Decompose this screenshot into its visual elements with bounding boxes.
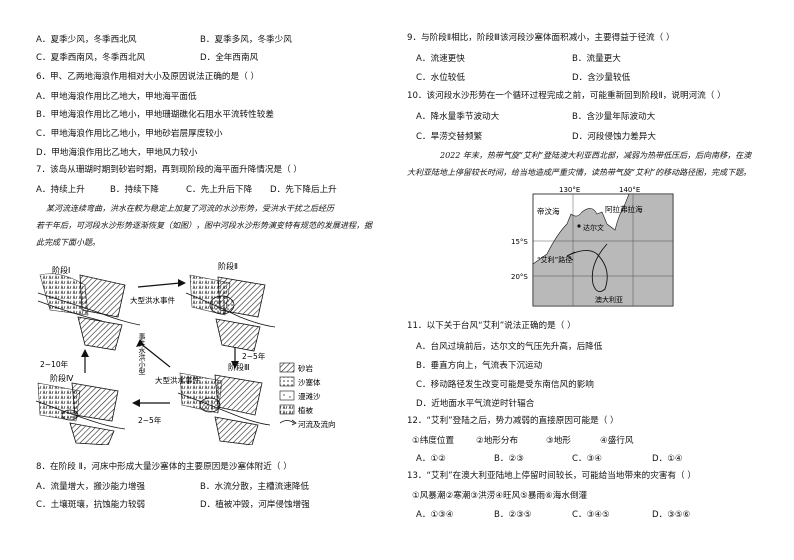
legend-floodplain-sand: 漫滩沙: [298, 391, 321, 401]
q13-items: ①风暴潮②寒潮③洪涝④旺风⑤暴雨⑥海水倒灌: [412, 491, 588, 501]
q5-option-b[interactable]: B．夏季多风，冬季少风: [200, 35, 292, 45]
typhoon-track-map: 130°E 140°E 15°S 20°S 帝汶海 阿拉弗拉海 达尔文 “艾利”…: [511, 186, 674, 307]
q11-stem: 11．以下关于台风“艾利”说法正确的是（ ）: [407, 321, 576, 331]
interval-2-10: 2~10年: [40, 359, 69, 369]
stage-4-panel: 阶段Ⅳ: [35, 373, 126, 445]
q6-option-b[interactable]: B．甲地海浪作用比乙地小，甲地珊瑚礁化石阻水平流转性较差: [36, 110, 274, 120]
q5-option-a[interactable]: A．夏季少风，冬季西北风: [36, 35, 137, 45]
passage-line-2: 若干年后，可河段水沙形势逐渐恢复（如图），图中河段水沙形势演变特有规范的发展进程…: [36, 221, 372, 230]
stage-1-panel: 阶段Ⅰ: [37, 265, 141, 351]
q7-stem: 7．该岛从珊瑚时期到砂岩时期，再到现阶段的海平面升降情况是（ ）: [36, 165, 303, 175]
q12-stem: 12．“艾利”登陆之后，势力减弱的直接原因可能是（ ）: [407, 416, 619, 426]
q7-option-b[interactable]: B．持续下降: [110, 185, 159, 195]
stage-2-label: 阶段Ⅱ: [218, 261, 238, 271]
river-stage-diagram: 阶段Ⅰ 大型洪水事件 阶段Ⅱ 2~5年 阶段Ⅲ 大型洪水事件: [35, 261, 336, 445]
timor-sea-label: 帝汶海: [537, 206, 560, 216]
darwin-marker: [577, 224, 581, 228]
q9-option-c[interactable]: C．水位较低: [416, 73, 465, 83]
lon-140: 140°E: [619, 186, 640, 194]
q12-item-2: ②地形分布: [476, 436, 519, 446]
q13-stem: 13．“艾利”在澳大利亚陆地上停留时间较长，可能给当地带来的灾害有（ ）: [407, 471, 696, 481]
q8-option-a[interactable]: A．流量增大，搬沙能力增强: [36, 482, 146, 492]
q13-option-c[interactable]: C．③④⑤: [572, 510, 610, 520]
q10-stem: 10．该河段水沙形势在一个循环过程完成之前，可能重新回到阶段Ⅱ，说明河流（ ）: [407, 91, 726, 101]
interval-2-5-bottom: 2~5年: [138, 415, 162, 425]
legend-sandstone: 砂岩: [298, 363, 313, 373]
passage-line-1: 某河流连续弯曲，洪水在較为稳定上加复了河流的水沙形势，受洪水干扰之后经历: [46, 204, 334, 213]
q6-option-d[interactable]: D．甲地海浪作用比乙地大，甲地风力较小: [36, 148, 198, 158]
q12-option-a[interactable]: A．①②: [416, 454, 446, 464]
q6-option-c[interactable]: C．甲地海浪作用比乙地小，甲地砂岩层厚度较小: [36, 129, 223, 139]
q7-option-c[interactable]: C．先上升后下降: [186, 185, 253, 195]
q10-option-d[interactable]: D．河段侵蚀力差异大: [572, 132, 656, 142]
legend-sand-bar: 沙塞体: [298, 377, 321, 387]
q7-option-a[interactable]: A．持续上升: [36, 185, 85, 195]
australia-label: 澳大利亚: [595, 295, 623, 304]
q10-option-b[interactable]: B．含沙量年际波动大: [572, 112, 656, 122]
q11-option-c[interactable]: C．移动路径发生改变可能是受东南信风的影响: [416, 380, 594, 390]
interval-2-5-right: 2~5年: [242, 351, 266, 361]
stage-3-panel: 阶段Ⅲ: [177, 362, 271, 445]
q9-option-b[interactable]: B．流量更大: [572, 54, 621, 64]
lon-130: 130°E: [559, 186, 580, 194]
q8-option-b[interactable]: B．水流分散，主槽流速降低: [200, 482, 310, 492]
q9-stem: 9．与阶段Ⅱ相比，阶段Ⅲ该河段沙塞体面积减小，主要得益于径流（ ）: [407, 33, 675, 43]
stage-3-label: 阶段Ⅲ: [228, 362, 250, 372]
typhoon-passage-2: 大利亚陆地上停留较长时间，给当地造成严重灾情，读热带气旋“艾利”的移动路径图，完…: [407, 168, 752, 177]
stage-1-label: 阶段Ⅰ: [52, 265, 70, 275]
flood-event-top: 大型洪水事件: [130, 295, 175, 305]
q13-option-d[interactable]: D．③⑤⑥: [652, 510, 691, 520]
q12-option-d[interactable]: D．①④: [652, 454, 683, 464]
q8-option-d[interactable]: D．植被冲毁，河岸侵蚀增强: [200, 500, 310, 510]
darwin-label: 达尔文: [583, 223, 604, 232]
q5-option-d[interactable]: D．全年西南风: [200, 53, 259, 63]
q12-item-3: ③地形: [546, 436, 571, 446]
q11-option-d[interactable]: D．近地面水平气流逆时针辐合: [416, 399, 535, 409]
stage-4-label: 阶段Ⅳ: [50, 373, 74, 383]
q9-option-a[interactable]: A．流速更快: [416, 54, 465, 64]
q5-option-c[interactable]: C．夏季西南风，冬季西北风: [36, 53, 146, 63]
q13-option-b[interactable]: B．②③⑤: [494, 510, 532, 520]
small-flood-label: 事件水洪小型: [138, 332, 146, 375]
typhoon-track: [566, 243, 608, 293]
q10-option-a[interactable]: A．降水量季节波动大: [416, 112, 500, 122]
q13-option-a[interactable]: A．①③④: [416, 510, 454, 520]
lat-15: 15°S: [511, 238, 528, 246]
q6-stem: 6．甲、乙两地海浪作用相对大小及原因说法正确的是（ ）: [36, 72, 260, 82]
stage-2-panel: 阶段Ⅱ: [185, 261, 276, 352]
q10-option-c[interactable]: C．旱涝交替频繁: [416, 132, 483, 142]
q11-option-a[interactable]: A．台风过境前后，达尔文的气压先升高，后降低: [416, 342, 603, 352]
q7-option-d[interactable]: D．先下降后上升: [270, 185, 337, 195]
legend-vegetation: 植被: [298, 405, 313, 415]
q8-stem: 8．在阶段 Ⅱ，河床中形成大量沙塞体的主要原因是沙塞体附近（ ）: [36, 462, 292, 472]
australia-land: [532, 193, 674, 307]
q12-item-4: ④盛行风: [600, 436, 634, 446]
arafura-sea-label: 阿拉弗拉海: [605, 204, 643, 214]
typhoon-passage-1: 2022 年末，热带气旋“艾利”登陆澳大利亚西北部，减弱为热带低压后，后向南移，…: [440, 151, 752, 160]
lat-20: 20°S: [511, 273, 528, 281]
q12-option-c[interactable]: C．③④: [572, 454, 603, 464]
q11-option-b[interactable]: B．垂直方向上，气流表下沉运动: [416, 361, 543, 371]
q6-option-a[interactable]: A．甲地海浪作用比乙地大，甲地海平面低: [36, 92, 197, 102]
legend-river-flow: 河流及流向: [298, 419, 336, 429]
flood-event-mid: 大型洪水事件: [155, 375, 200, 385]
track-label: “艾利”路径: [537, 255, 572, 264]
q9-option-d[interactable]: D．含沙量较低: [572, 73, 631, 83]
diagram-legend: 砂岩 沙塞体 漫滩沙 植被 河流及流向: [279, 362, 336, 429]
q8-option-c[interactable]: C．土壤斑壤，抗蚀能力较弱: [36, 500, 146, 510]
q12-item-1: ①纬度位置: [412, 436, 455, 446]
q12-option-b[interactable]: B．②③: [494, 454, 524, 464]
passage-line-3: 此完成下面小题。: [36, 238, 100, 247]
